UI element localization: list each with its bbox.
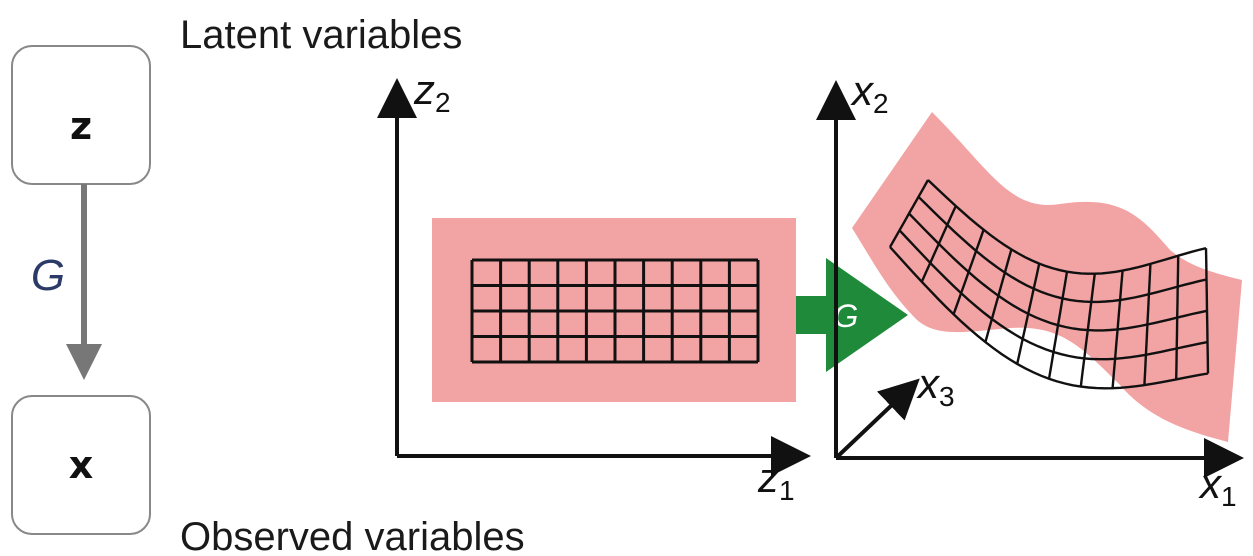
x3-axis-label: x3: [916, 360, 955, 412]
x2-axis-label: x2: [850, 67, 889, 119]
manifold-grid-curve-v: [1079, 273, 1096, 387]
x2-axis-subscript: 2: [873, 88, 889, 119]
latent-caption: Latent variables: [180, 13, 462, 57]
manifold-grid-curve-v: [1111, 270, 1124, 389]
graphical-model: z G x Latent variables Observed variable…: [11, 13, 525, 556]
x1-axis-label: x1: [1198, 460, 1237, 512]
z2-axis-subscript: 2: [435, 87, 451, 118]
generator-edge-label: G: [31, 251, 65, 300]
z1-axis-subscript: 1: [779, 475, 795, 506]
manifold-grid-curve-v: [984, 249, 1013, 343]
manifold-grid-curve-v: [1047, 271, 1069, 380]
manifold-grid: [888, 179, 1210, 390]
manifold-grid-curve-v: [1204, 248, 1210, 374]
latent-node-label: z: [70, 104, 92, 148]
manifold-grid-curve-v: [888, 179, 930, 248]
manifold-grid-curve-v: [1143, 263, 1152, 386]
z2-axis-label: z2: [413, 66, 451, 118]
latent-grid: [470, 258, 760, 364]
manifold-grid-curve-v: [920, 205, 957, 283]
manifold-grid-curve-v: [1175, 255, 1180, 380]
manifold-region: [852, 112, 1242, 442]
manifold-grid-curve-v: [952, 229, 985, 315]
x1-axis-subscript: 1: [1221, 481, 1237, 512]
observed-space-plot: x2 x3 x1: [816, 67, 1244, 512]
z1-axis-label: z1: [757, 454, 795, 506]
observed-caption: Observed variables: [180, 515, 525, 556]
latent-space-plot: z2 z1: [377, 66, 811, 506]
x3-axis: [834, 378, 920, 460]
observed-node-box: [11, 395, 151, 535]
observed-node-label: x: [69, 443, 94, 487]
mapping-arrow-shape: [796, 258, 908, 372]
manifold-grid-curve-v: [1016, 263, 1041, 365]
x3-axis-subscript: 3: [939, 381, 955, 412]
